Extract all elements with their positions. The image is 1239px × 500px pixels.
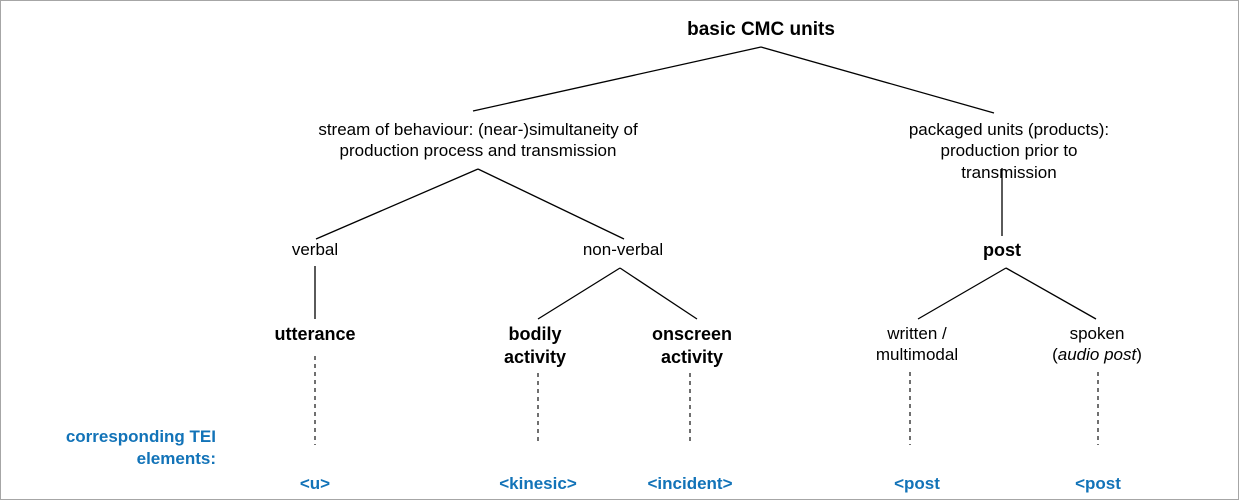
node-audio-post-label: (audio post) <box>1052 344 1142 365</box>
paren-open: ( <box>1052 345 1058 365</box>
edge-nonverbal-to-onscreen <box>619 267 698 320</box>
node-written-multimodal: written / multimodal <box>875 324 959 365</box>
node-basic-cmc-units: basic CMC units <box>687 19 835 40</box>
tei-element-post-spoken: <post modality='spoken'> <box>1034 451 1161 499</box>
audio-post-italic: audio post <box>1057 345 1137 365</box>
node-onscreen-activity: onscreen activity <box>651 324 733 367</box>
edge-stream-to-nonverbal <box>477 168 625 240</box>
tei-element-post-spoken-main: <post <box>1075 474 1121 494</box>
node-packaged-units: packaged units (products): production pr… <box>908 120 1110 182</box>
edge-root-to-packaged <box>760 46 995 114</box>
node-bodily-activity: bodily activity <box>503 324 567 367</box>
edge-stream-to-verbal <box>315 168 479 240</box>
tei-element-u-main: <u> <box>299 474 331 494</box>
edge-post-to-written <box>917 267 1007 320</box>
node-spoken-label: spoken <box>1069 324 1125 343</box>
edge-post-to-spoken <box>1005 267 1097 320</box>
edge-nonverbal-to-bodily <box>537 267 621 320</box>
tei-element-post-written: <post modality='written'> <box>855 451 978 499</box>
tei-element-kinesic-main: <kinesic> <box>499 474 577 494</box>
node-verbal: verbal <box>291 240 339 259</box>
tei-element-incident-main: <incident> <box>647 474 733 494</box>
node-post: post <box>983 240 1021 260</box>
tei-element-kinesic: <kinesic> <box>499 451 577 499</box>
paren-close: ) <box>1136 345 1142 365</box>
node-non-verbal: non-verbal <box>582 240 664 259</box>
tei-element-post-written-main: <post <box>894 474 940 494</box>
edge-root-to-stream <box>472 46 762 112</box>
node-stream-of-behaviour: stream of behaviour: (near-)simultaneity… <box>318 120 638 161</box>
node-utterance: utterance <box>274 324 356 344</box>
tei-element-incident: <incident> <box>647 451 733 499</box>
tei-legend-label: corresponding TEI elements: <box>65 427 216 469</box>
tei-element-u: <u> <box>299 451 331 499</box>
node-spoken-audio-post: spoken (audio post) <box>1052 323 1142 366</box>
